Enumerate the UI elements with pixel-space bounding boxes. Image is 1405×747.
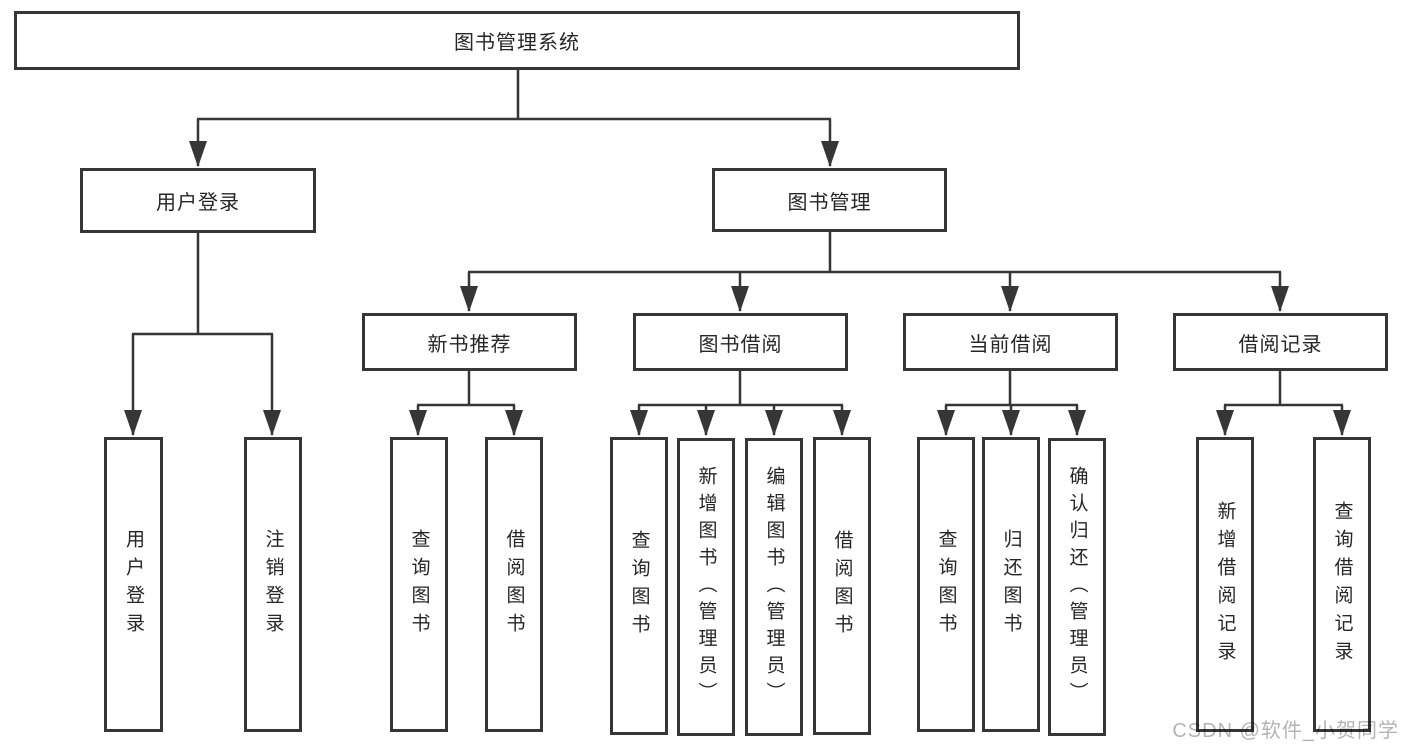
node-library-system: 图书管理系统 — [14, 11, 1020, 70]
edge-records-children — [1216, 371, 1351, 436]
leaf-recommend-query-book: 查询图书 — [390, 437, 448, 732]
node-book-management: 图书管理 — [712, 168, 947, 232]
leaf-label: 用户登录 — [123, 528, 144, 641]
node-book-borrowing: 图书借阅 — [633, 313, 848, 371]
leaf-return-book: 归还图书 — [982, 437, 1040, 732]
edge-root-to-level2 — [189, 70, 839, 167]
node-new-book-recommendation: 新书推荐 — [362, 313, 577, 371]
leaf-label: 归还图书 — [1000, 528, 1022, 641]
leaf-logout-login: 注销登录 — [244, 437, 302, 732]
node-current-borrowing: 当前借阅 — [903, 313, 1118, 371]
leaf-current-query-book: 查询图书 — [917, 437, 975, 732]
leaf-edit-book-admin: 编辑图书（管理员） — [745, 438, 803, 736]
leaf-label: 查询图书 — [935, 528, 957, 641]
leaf-label: 借阅图书 — [503, 528, 525, 641]
csdn-watermark: CSDN @软件_小贺同学 — [1172, 720, 1399, 742]
leaf-add-borrow-record: 新增借阅记录 — [1196, 437, 1254, 732]
leaf-label: 注销登录 — [262, 528, 284, 641]
leaf-user-login: 用户登录 — [104, 437, 163, 732]
leaf-label: 查询图书 — [628, 530, 650, 642]
leaf-label: 新增图书（管理员） — [695, 465, 717, 709]
node-borrowing-records: 借阅记录 — [1173, 313, 1388, 371]
leaf-label: 查询借阅记录 — [1331, 500, 1353, 669]
edge-recommendation-children — [409, 371, 523, 436]
edge-book-management-sections — [460, 232, 1289, 312]
leaf-label: 编辑图书（管理员） — [763, 465, 785, 709]
leaf-query-borrow-record: 查询借阅记录 — [1313, 437, 1371, 732]
leaf-borrowing-borrow-book: 借阅图书 — [813, 437, 871, 735]
leaf-label: 查询图书 — [408, 528, 430, 641]
leaf-add-book-admin: 新增图书（管理员） — [677, 438, 735, 736]
node-user-login: 用户登录 — [80, 168, 316, 233]
leaf-label: 确认归还（管理员） — [1066, 465, 1088, 709]
leaf-label: 新增借阅记录 — [1214, 500, 1236, 669]
leaf-confirm-return-admin: 确认归还（管理员） — [1048, 438, 1106, 736]
edge-borrowing-children — [630, 371, 851, 436]
leaf-borrowing-query-book: 查询图书 — [610, 437, 668, 735]
edge-user-login-children — [124, 233, 281, 436]
leaf-label: 借阅图书 — [831, 530, 853, 642]
leaf-recommend-borrow-book: 借阅图书 — [485, 437, 543, 732]
edge-current-borrowing-children — [937, 371, 1086, 436]
